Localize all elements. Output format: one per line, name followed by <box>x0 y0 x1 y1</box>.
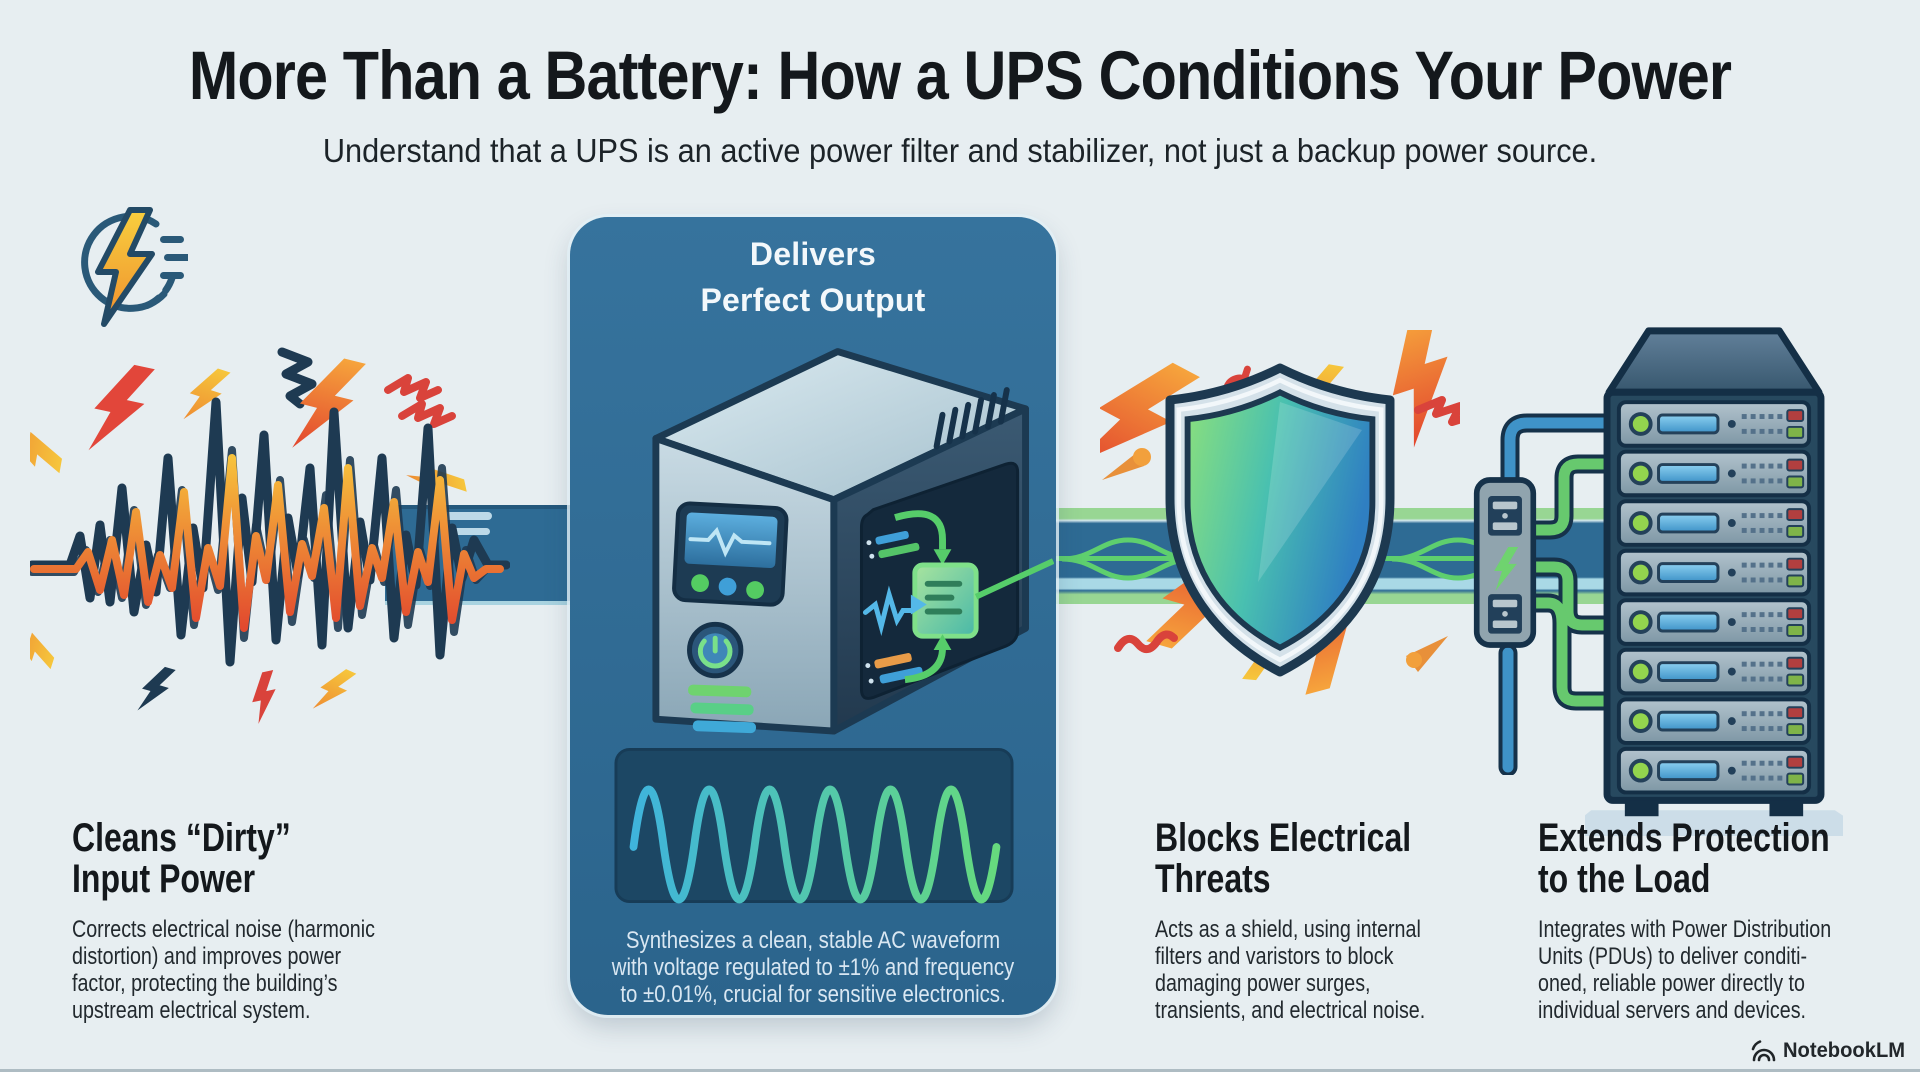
threats-section-body: Acts as a shield, using internal filters… <box>1155 916 1426 1024</box>
clean-sine-wave-icon <box>614 747 1014 904</box>
load-section-heading: Extends Protection to the Load <box>1538 816 1830 901</box>
page-subtitle: Understand that a UPS is an active power… <box>322 132 1598 169</box>
notebooklm-badge: NotebookLM <box>1750 1038 1910 1064</box>
power-twist-icon <box>1062 537 1194 581</box>
input-section-heading: Cleans “Dirty” Input Power <box>72 816 291 901</box>
pdu-cables-icon <box>1498 413 1620 775</box>
ups-device-icon <box>652 348 1054 735</box>
input-section-body: Corrects electrical noise (harmonic dist… <box>72 916 375 1024</box>
notebooklm-label: NotebookLM <box>1783 1039 1906 1062</box>
shield-icon <box>1100 330 1460 695</box>
power-bolt-logo-icon <box>81 207 188 327</box>
notebooklm-logo-icon <box>1751 1040 1776 1062</box>
pdu-icon <box>1473 477 1537 648</box>
load-section-body: Integrates with Power Distribution Units… <box>1538 916 1832 1024</box>
panel-description: Synthesizes a clean, stable AC waveform … <box>611 927 1015 1008</box>
panel-heading: Delivers Perfect Output <box>700 236 926 318</box>
dirty-waveform-icon <box>30 347 510 725</box>
page-title: More Than a Battery: How a UPS Condition… <box>188 37 1732 114</box>
threats-section-heading: Blocks Electrical Threats <box>1155 816 1412 901</box>
server-rack-icon <box>1585 327 1843 837</box>
